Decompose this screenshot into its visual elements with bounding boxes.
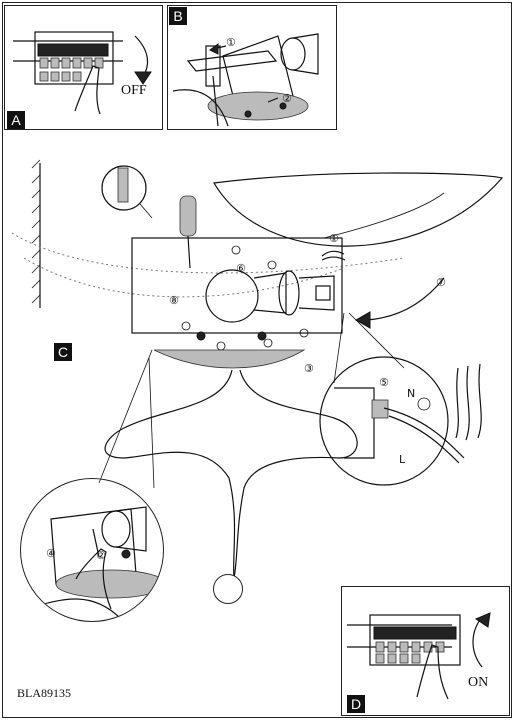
on-label: ON [468, 675, 489, 690]
breaker-on-illustration [347, 612, 491, 700]
dowel-callout [101, 165, 147, 211]
panel-d: ON D [341, 586, 510, 716]
arrow-down-icon [134, 71, 152, 85]
panel-b-tag: B [169, 7, 187, 25]
glass-shade [213, 172, 504, 247]
arrow-7-icon [354, 311, 371, 329]
lamp-socket [280, 37, 306, 71]
hand-icon [416, 644, 449, 700]
mount-plate-illustration [172, 33, 319, 127]
panel-d-tag: D [347, 695, 365, 713]
lamp-assembly-illustration [11, 159, 504, 579]
bulb-socket [205, 269, 259, 323]
arrow-left-icon [209, 43, 219, 55]
canopy [153, 349, 306, 369]
bracket [205, 45, 221, 87]
hand-icon [75, 548, 112, 610]
arrow-up-icon [474, 612, 491, 628]
finial-ball [213, 574, 243, 604]
earth-symbol [417, 397, 431, 411]
model-code: BLA89135 [17, 686, 71, 700]
breaker-off-illustration [13, 31, 152, 115]
panel-a-tag: A [7, 111, 25, 129]
terminal-block [315, 285, 331, 301]
hand-icon [74, 65, 101, 115]
screwdriver-icon [179, 195, 197, 269]
panel-a: OFF A [4, 5, 163, 130]
panel-c-tag: C [54, 343, 72, 361]
detail-callout-circle: ④ ② [20, 478, 164, 622]
wall-hatch [31, 159, 41, 308]
off-label: OFF [121, 83, 147, 98]
wiring-callout [319, 356, 449, 486]
breaker-switches [37, 43, 109, 82]
back-plate [131, 237, 343, 334]
panel-b: ① ② B [167, 5, 337, 130]
